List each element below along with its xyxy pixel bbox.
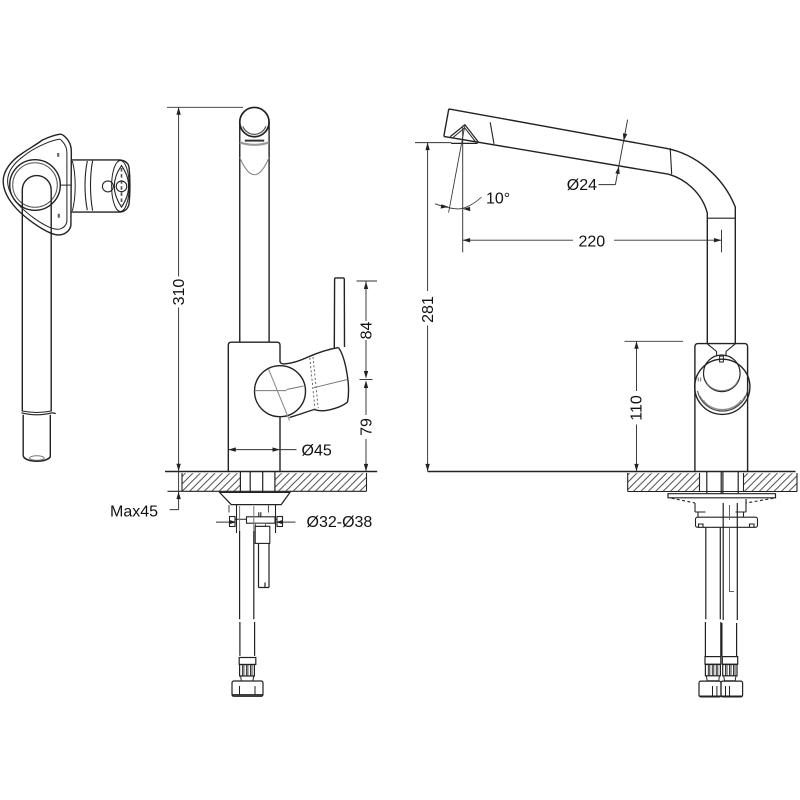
svg-text:10°: 10°: [486, 191, 510, 208]
svg-text:84: 84: [359, 322, 376, 340]
svg-text:310: 310: [171, 279, 188, 306]
svg-text:220: 220: [578, 234, 605, 251]
svg-text:Max45: Max45: [110, 503, 158, 520]
svg-text:Ø45: Ø45: [302, 443, 332, 460]
svg-text:79: 79: [359, 418, 376, 436]
svg-text:281: 281: [420, 296, 437, 323]
svg-text:Ø24: Ø24: [567, 177, 597, 194]
svg-text:110: 110: [629, 395, 646, 421]
svg-text:Ø32-Ø38: Ø32-Ø38: [307, 514, 373, 531]
